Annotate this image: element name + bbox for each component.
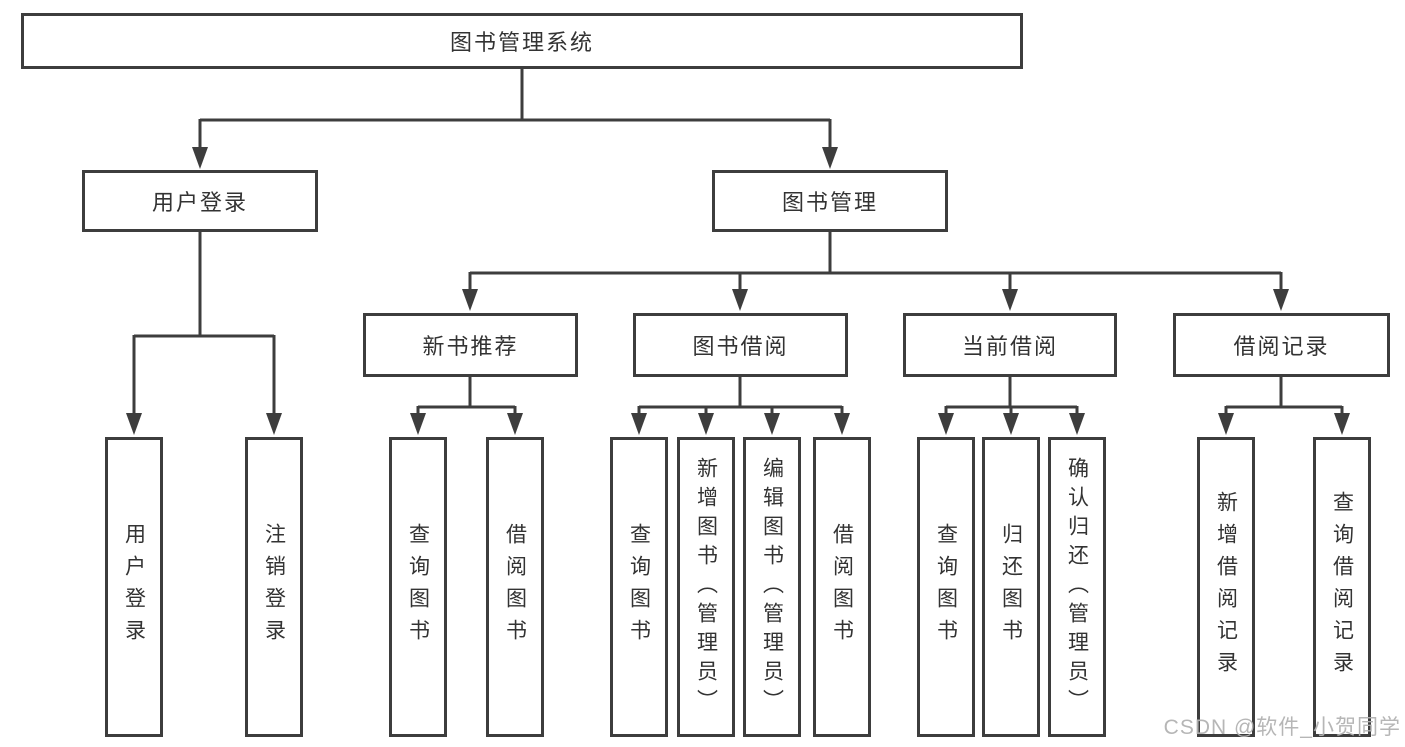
node-borrowing-records: 借阅记录 xyxy=(1173,313,1390,377)
node-label: 图书借阅 xyxy=(692,334,789,359)
node-label: 查询借阅记录 xyxy=(1330,491,1354,683)
node-label: 新书推荐 xyxy=(422,334,519,359)
node-leaf-logout: 注销登录 xyxy=(245,437,303,737)
node-leaf-edit-book-admin: 编辑图书（管理员） xyxy=(743,437,801,737)
node-label: 编辑图书（管理员） xyxy=(760,456,784,718)
node-leaf-borrow-book-1: 借阅图书 xyxy=(486,437,544,737)
node-leaf-confirm-return-admin: 确认归还（管理员） xyxy=(1048,437,1106,737)
node-label: 图书管理 xyxy=(781,190,878,215)
node-label: 用户登录 xyxy=(151,190,248,215)
node-book-management: 图书管理 xyxy=(712,170,948,232)
arrowhead-icons xyxy=(126,147,1350,435)
node-leaf-return-book: 归还图书 xyxy=(982,437,1040,737)
node-label: 图书管理系统 xyxy=(449,30,594,55)
node-current-borrowing: 当前借阅 xyxy=(903,313,1117,377)
node-leaf-add-book-admin: 新增图书（管理员） xyxy=(677,437,735,737)
node-label: 确认归还（管理员） xyxy=(1065,456,1089,718)
node-leaf-query-book-3: 查询图书 xyxy=(917,437,975,737)
node-user-login: 用户登录 xyxy=(82,170,318,232)
node-leaf-borrow-book-2: 借阅图书 xyxy=(813,437,871,737)
node-label: 借阅记录 xyxy=(1233,334,1330,359)
node-label: 归还图书 xyxy=(999,523,1023,651)
node-label: 借阅图书 xyxy=(830,523,854,651)
node-label: 新增借阅记录 xyxy=(1214,491,1238,683)
node-leaf-user-login: 用户登录 xyxy=(105,437,163,737)
node-label: 当前借阅 xyxy=(961,334,1058,359)
node-book-borrowing: 图书借阅 xyxy=(633,313,848,377)
node-label: 查询图书 xyxy=(406,523,430,651)
csdn-watermark: CSDN @软件_小贺同学 xyxy=(1163,716,1401,739)
node-library-system: 图书管理系统 xyxy=(21,13,1023,69)
node-label: 查询图书 xyxy=(627,523,651,651)
node-leaf-add-borrow-record: 新增借阅记录 xyxy=(1197,437,1255,737)
node-label: 查询图书 xyxy=(934,523,958,651)
node-leaf-query-borrow-record: 查询借阅记录 xyxy=(1313,437,1371,737)
node-label: 新增图书（管理员） xyxy=(694,456,718,718)
node-label: 借阅图书 xyxy=(503,523,527,651)
node-label: 注销登录 xyxy=(262,523,286,651)
node-new-book-recommend: 新书推荐 xyxy=(363,313,578,377)
node-leaf-query-book-2: 查询图书 xyxy=(610,437,668,737)
node-label: 用户登录 xyxy=(122,523,146,651)
node-leaf-query-book-1: 查询图书 xyxy=(389,437,447,737)
